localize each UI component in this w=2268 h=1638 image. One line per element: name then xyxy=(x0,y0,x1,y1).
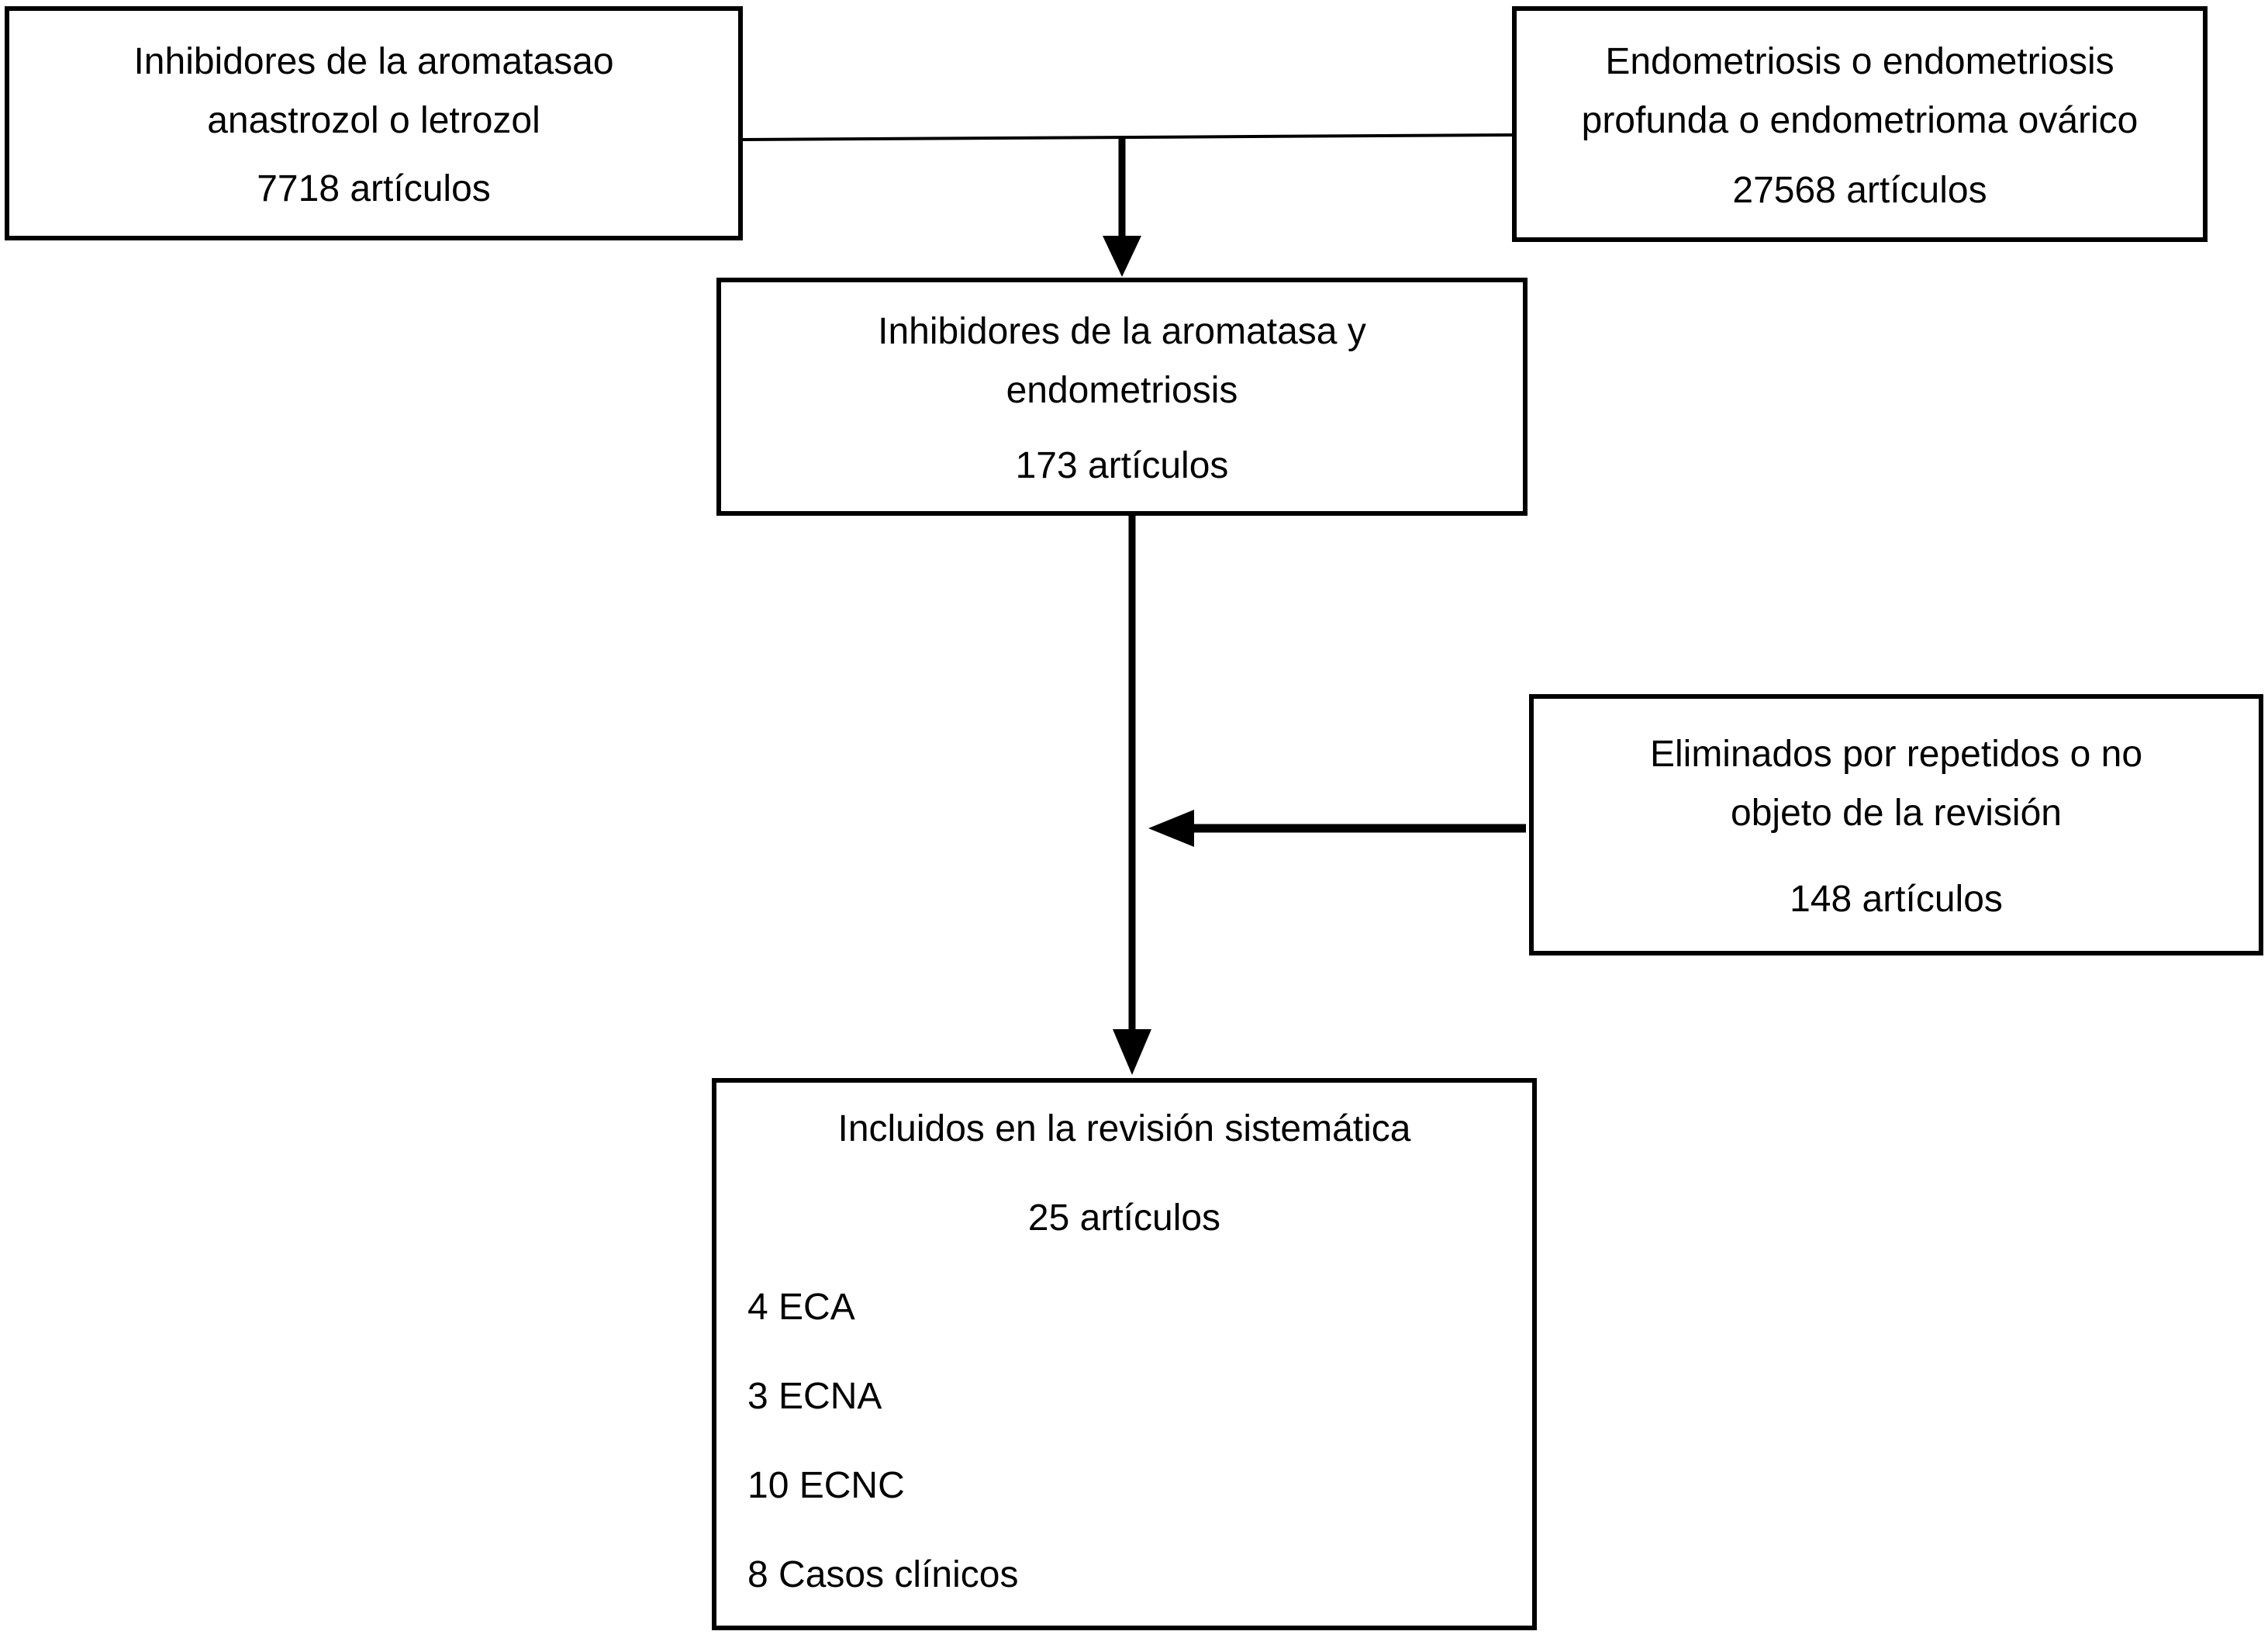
arrowhead-down xyxy=(1103,236,1141,277)
arrow-left-from-excluded xyxy=(1148,810,1526,847)
box-search-aromatase-inhibitors: Inhibidores de la aromatasao anastrozol … xyxy=(5,6,743,240)
box-search-endometriosis: Endometriosis o endometriosis profunda o… xyxy=(1512,6,2208,242)
box-title: Eliminados por repetidos o no objeto de … xyxy=(1650,725,2142,843)
breakdown-item-ecna: 3 ECNA xyxy=(747,1376,882,1417)
box-title-line: objeto de la revisión xyxy=(1731,793,2062,834)
breakdown-item-ecnc: 10 ECNC xyxy=(747,1465,905,1506)
box-article-count: 7718 artículos xyxy=(257,168,491,209)
box-article-count: 148 artículos xyxy=(1790,879,2003,920)
arrow-down-to-included xyxy=(1113,516,1151,1075)
box-title-line: anastrozol o letrozol xyxy=(207,100,540,141)
box-article-count: 25 artículos xyxy=(1027,1197,1221,1239)
box-included-articles: Incluidos en la revisión sistemática 25 … xyxy=(712,1078,1537,1630)
box-title-line: profunda o endometrioma ovárico xyxy=(1581,100,2139,141)
arrowhead-left xyxy=(1148,810,1194,847)
breakdown-item-eca: 4 ECA xyxy=(747,1287,855,1328)
arrow-down-to-combined-search xyxy=(1103,138,1141,277)
arrowhead-down xyxy=(1113,1029,1151,1075)
box-article-count: 173 artículos xyxy=(1015,445,1229,486)
box-title-line: Eliminados por repetidos o no xyxy=(1649,734,2143,775)
box-title-line: Inhibidores de la aromatasao xyxy=(133,41,614,82)
box-combined-search: Inhibidores de la aromatasa y endometrio… xyxy=(716,278,1528,516)
box-title: Incluidos en la revisión sistemática xyxy=(837,1108,1411,1149)
box-title-line: Inhibidores de la aromatasa y xyxy=(878,311,1366,352)
box-title: Inhibidores de la aromatasao anastrozol … xyxy=(133,33,613,150)
breakdown-item-casos-clinicos: 8 Casos clínicos xyxy=(747,1554,1019,1595)
box-article-count: 27568 artículos xyxy=(1732,170,1987,211)
box-title: Inhibidores de la aromatasa y endometrio… xyxy=(878,302,1366,420)
box-excluded-articles: Eliminados por repetidos o no objeto de … xyxy=(1529,694,2263,955)
box-title-line: Endometriosis o endometriosis xyxy=(1605,41,2114,82)
box-title-line: endometriosis xyxy=(1006,370,1238,411)
connector-line-between-searches xyxy=(742,133,1513,141)
box-title: Endometriosis o endometriosis profunda o… xyxy=(1582,33,2139,150)
